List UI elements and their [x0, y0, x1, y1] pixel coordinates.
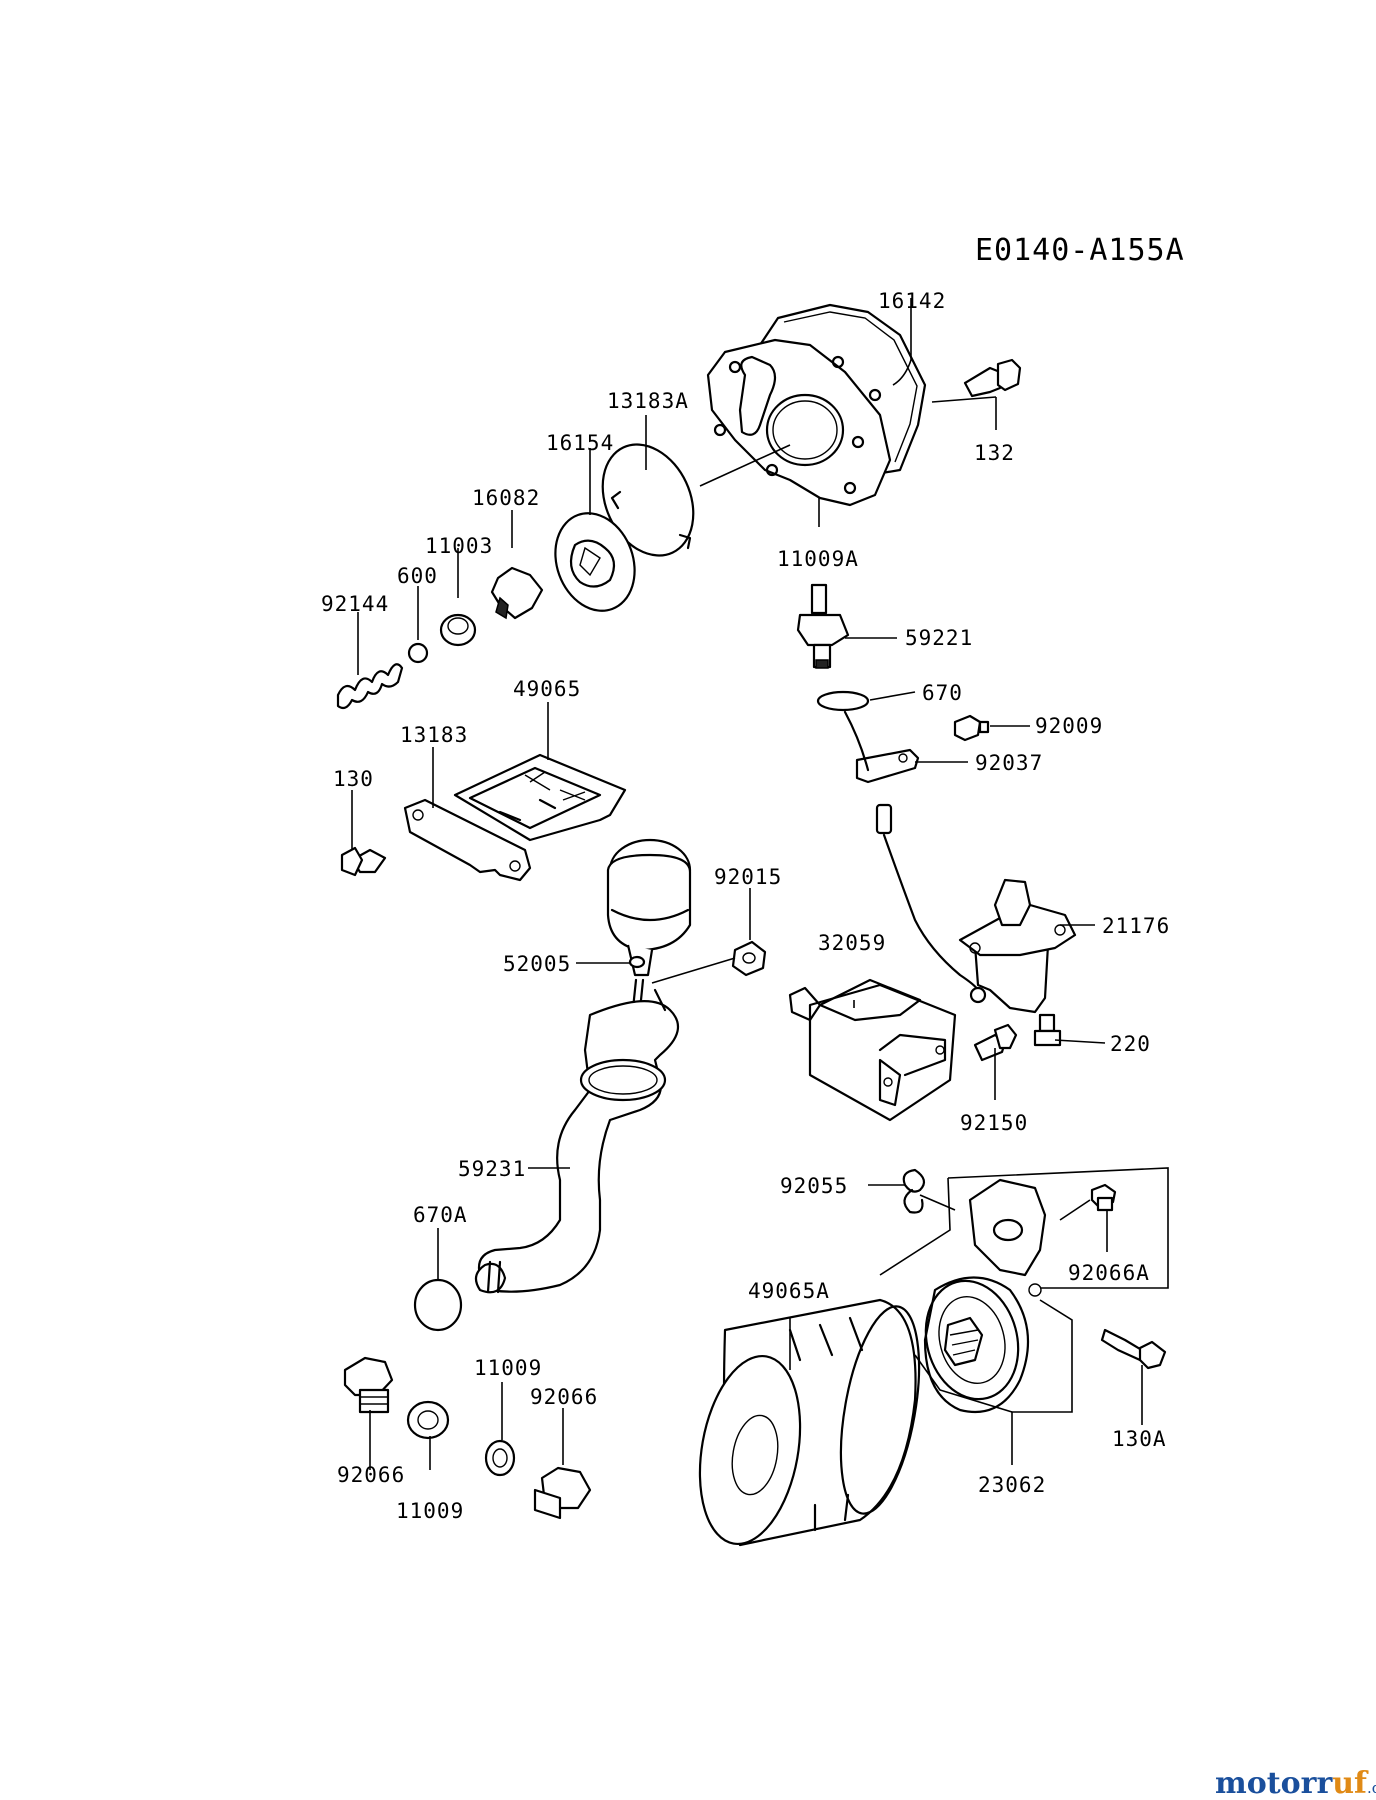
label-13183[interactable]: 13183: [400, 723, 468, 747]
label-11009-bottom[interactable]: 11009: [396, 1499, 464, 1523]
watermark-logo: motorruf.de: [1215, 1766, 1376, 1800]
part-600-ball[interactable]: [407, 642, 429, 664]
part-16154-rotor[interactable]: [542, 502, 648, 622]
label-23062[interactable]: 23062: [978, 1473, 1046, 1497]
leader-lines: [351, 298, 1169, 1470]
label-92009[interactable]: 92009: [1035, 714, 1103, 738]
part-92066-plug-left[interactable]: [343, 1356, 394, 1414]
label-92037[interactable]: 92037: [975, 751, 1043, 775]
label-16082[interactable]: 16082: [472, 486, 540, 510]
part-11009A-gasket[interactable]: [706, 338, 892, 507]
part-130-bolt[interactable]: [340, 846, 387, 877]
label-52005[interactable]: 52005: [503, 952, 571, 976]
part-49065A-oil-filter[interactable]: [686, 1298, 932, 1552]
label-92066A[interactable]: 92066A: [1068, 1261, 1150, 1285]
label-49065A[interactable]: 49065A: [748, 1279, 830, 1303]
label-600[interactable]: 600: [397, 564, 438, 588]
part-23062-filter-base[interactable]: [913, 1178, 1047, 1414]
label-59221[interactable]: 59221: [905, 626, 973, 650]
part-49065-screen[interactable]: [453, 753, 627, 842]
part-16082-inner-rotor[interactable]: [490, 566, 544, 620]
label-13183A[interactable]: 13183A: [607, 389, 689, 413]
label-92066-top[interactable]: 92066: [530, 1385, 598, 1409]
part-130A-bolt[interactable]: [1100, 1328, 1167, 1370]
part-59231-filler-tube[interactable]: [474, 988, 680, 1294]
part-13183A-disc[interactable]: [585, 430, 710, 571]
part-92066-plug-right[interactable]: [533, 1466, 592, 1520]
part-labels: 16142 132 13183A 16154 16082 11003 600 9…: [321, 289, 1170, 1523]
part-11009-washer-bottom[interactable]: [406, 1400, 450, 1440]
part-220-screw[interactable]: [1033, 1013, 1062, 1047]
part-132-bolt[interactable]: [963, 358, 1022, 398]
part-59221-pressure-switch[interactable]: [796, 583, 850, 669]
label-92144[interactable]: 92144: [321, 592, 389, 616]
label-130[interactable]: 130: [333, 767, 374, 791]
part-11003-bushing[interactable]: [439, 613, 477, 647]
label-49065[interactable]: 49065: [513, 677, 581, 701]
part-92144-spring[interactable]: [336, 663, 404, 710]
label-32059[interactable]: 32059: [818, 931, 886, 955]
part-32059-bracket[interactable]: [788, 978, 957, 1122]
part-21176-sensor[interactable]: [958, 878, 1077, 1014]
diagram-code: E0140-A155A: [975, 233, 1185, 268]
label-130A[interactable]: 130A: [1112, 1427, 1167, 1451]
label-11003[interactable]: 11003: [425, 534, 493, 558]
svg-text:motorruf.de: motorruf.de: [1215, 1766, 1376, 1800]
part-92009-screw[interactable]: [953, 714, 990, 742]
part-11009-washer-top[interactable]: [484, 1439, 516, 1477]
part-670A-oring[interactable]: [413, 1278, 463, 1332]
label-59231[interactable]: 59231: [458, 1157, 526, 1181]
label-16154[interactable]: 16154: [546, 431, 614, 455]
label-11009-top[interactable]: 11009: [474, 1356, 542, 1380]
part-670-oring[interactable]: [816, 690, 870, 712]
part-92150-bolt[interactable]: [973, 1023, 1018, 1062]
label-16142[interactable]: 16142: [878, 289, 946, 313]
part-52005-dipstick[interactable]: [606, 838, 692, 1092]
part-92055-oring[interactable]: [902, 1168, 926, 1214]
label-21176[interactable]: 21176: [1102, 914, 1170, 938]
label-92150[interactable]: 92150: [960, 1111, 1028, 1135]
part-13183-plate[interactable]: [403, 798, 532, 882]
label-11009A[interactable]: 11009A: [777, 547, 859, 571]
part-92015-nut[interactable]: [731, 940, 767, 977]
part-92037-clamp[interactable]: [855, 748, 920, 784]
label-92066-bottom[interactable]: 92066: [337, 1463, 405, 1487]
label-670[interactable]: 670: [922, 681, 963, 705]
label-132[interactable]: 132: [974, 441, 1015, 465]
lead-wire: [843, 710, 987, 1004]
label-220[interactable]: 220: [1110, 1032, 1151, 1056]
label-92015[interactable]: 92015: [714, 865, 782, 889]
label-670A[interactable]: 670A: [413, 1203, 468, 1227]
part-92066A-plug[interactable]: [1090, 1183, 1117, 1212]
label-92055[interactable]: 92055: [780, 1174, 848, 1198]
